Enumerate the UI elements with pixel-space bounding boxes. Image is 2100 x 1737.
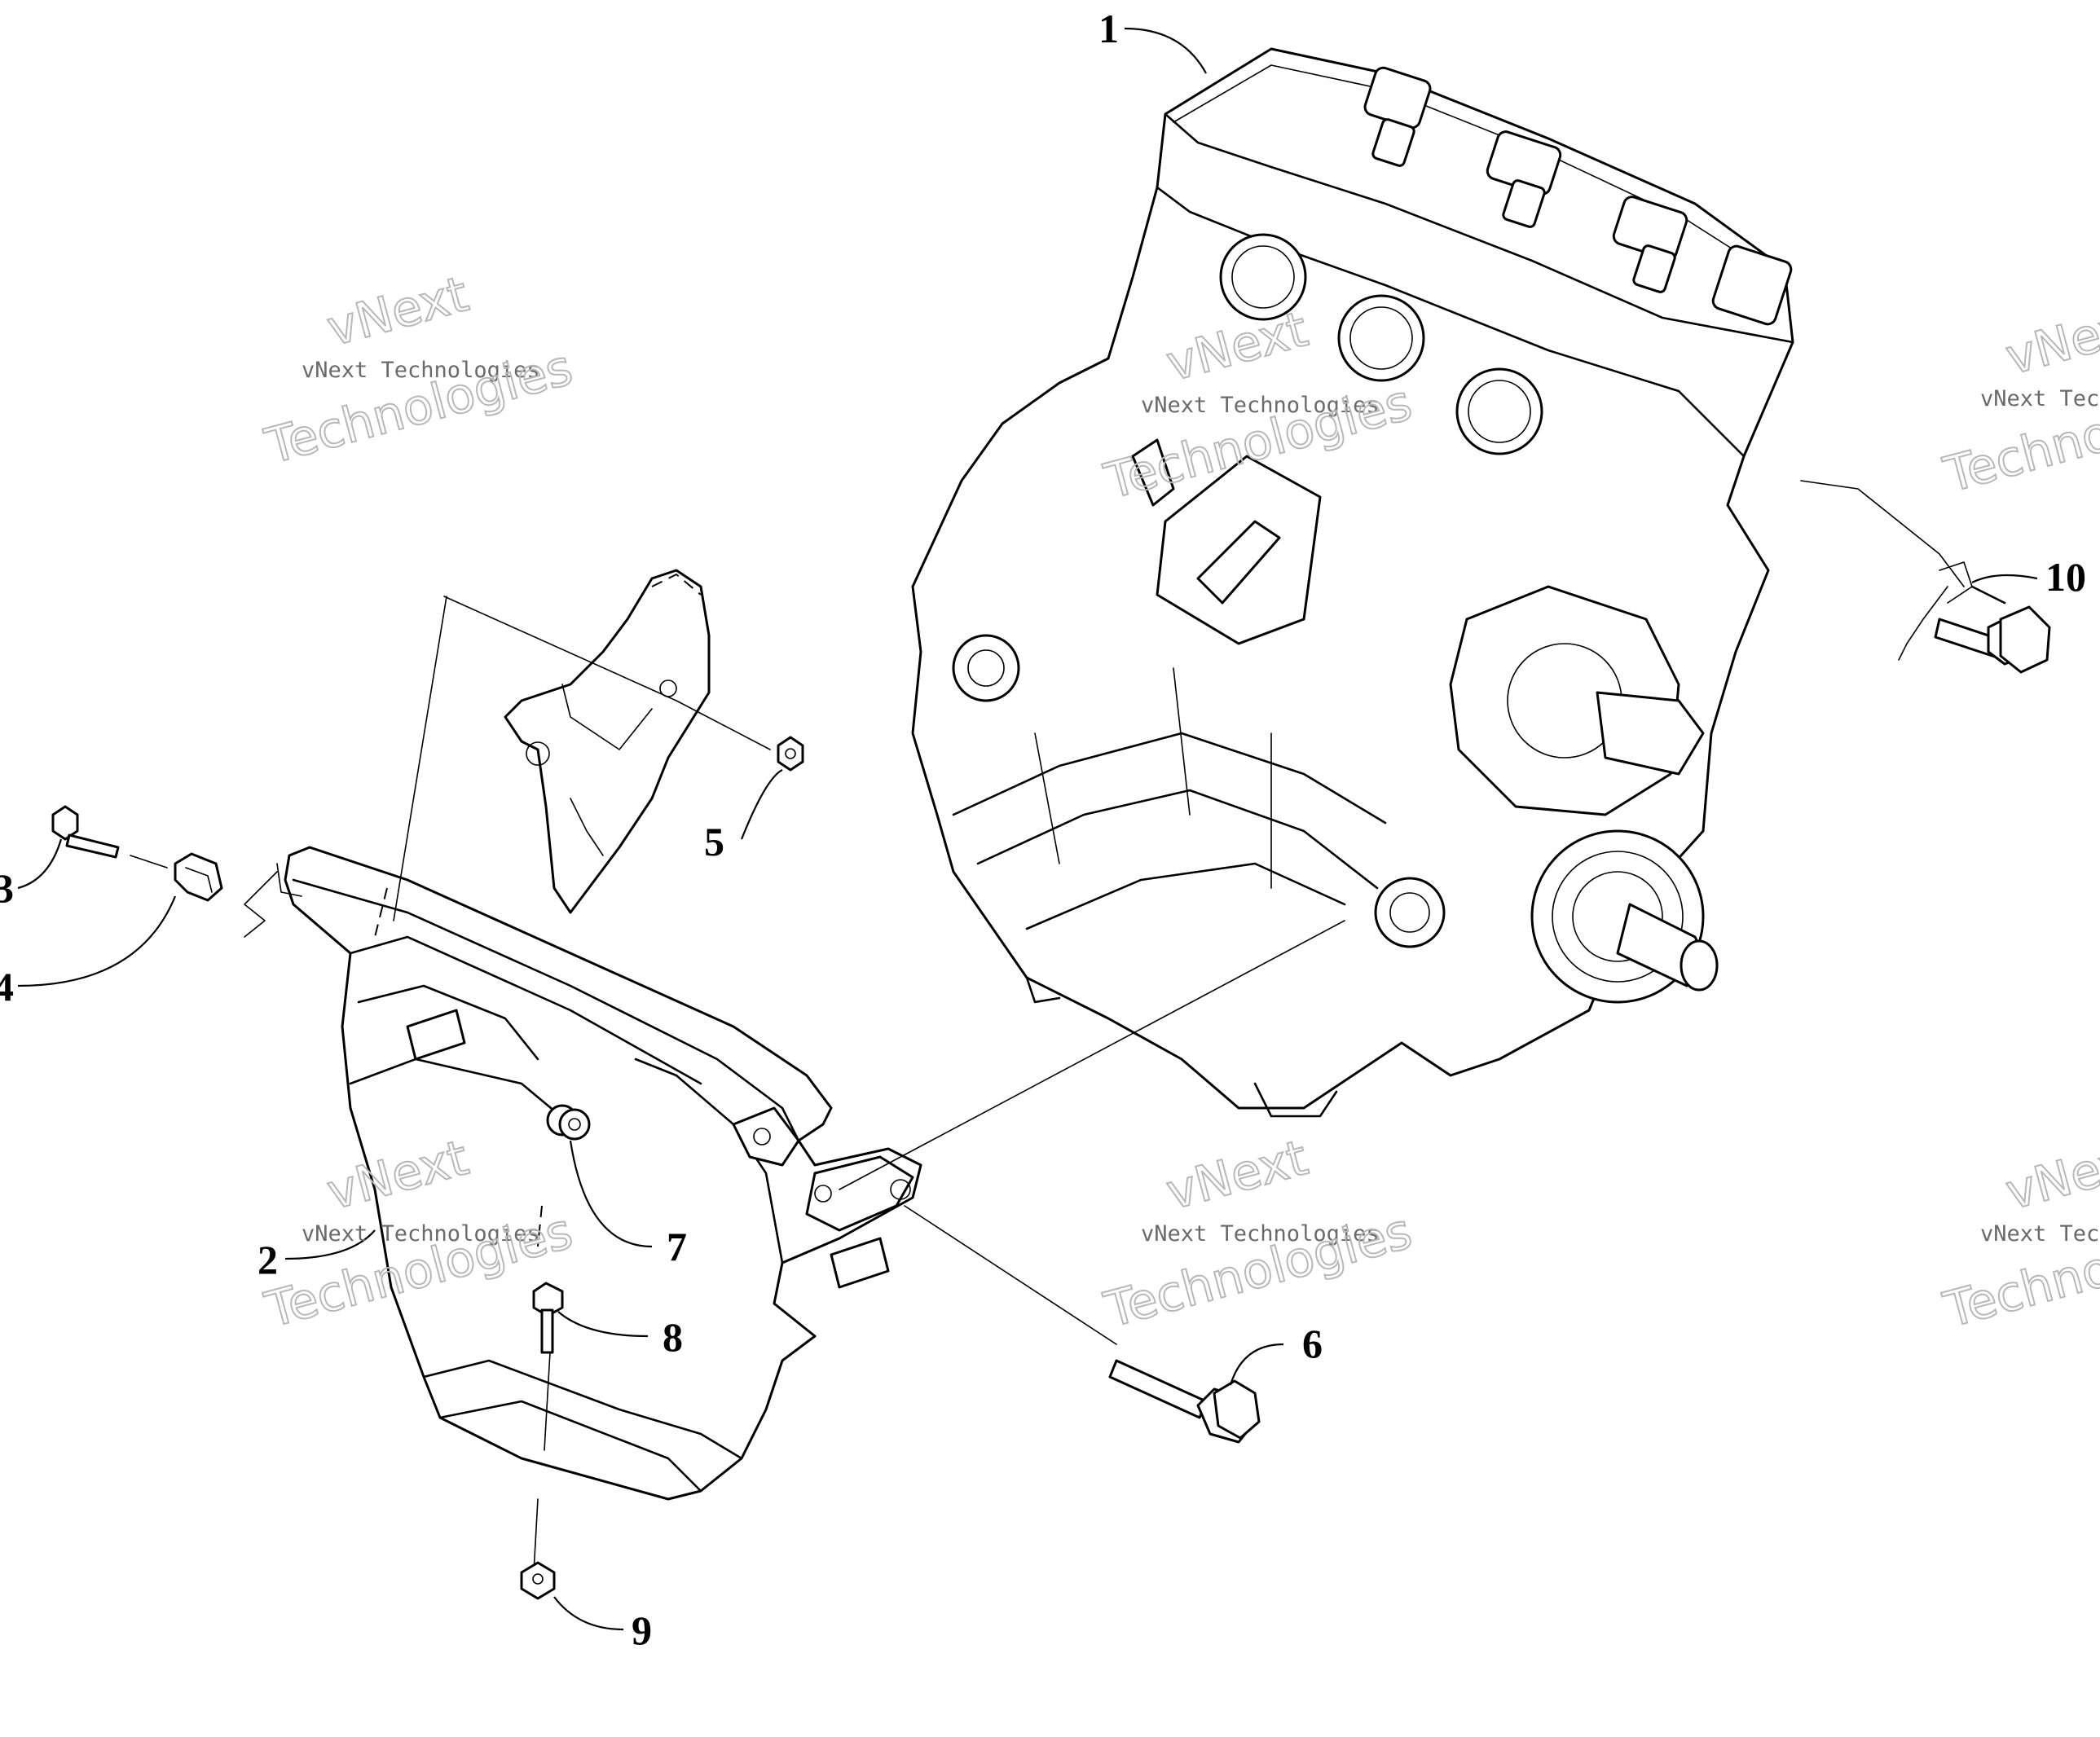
callout-2: 2 — [258, 1237, 278, 1282]
clutch-cover — [1530, 829, 1719, 1004]
watermark-small: vNext Technologies — [1141, 393, 1380, 418]
ground-wire-bolt — [1800, 480, 2051, 674]
oil-filter-housing — [1131, 438, 1322, 645]
callout-10: 10 — [2045, 554, 2086, 600]
watermark-top-right: vNext vNext Technologies Technologies — [1937, 293, 2100, 505]
watermark-small: vNext Technologies — [302, 1221, 540, 1247]
assembly-line-bolt-3 — [130, 855, 168, 868]
assembly-line-bolt-8 — [544, 1352, 551, 1451]
callout-1: 1 — [1098, 6, 1119, 51]
callout-4: 4 — [0, 964, 14, 1009]
watermark-bottom-center: vNext vNext Technologies Technologies — [1098, 1128, 1418, 1340]
watermark-small: vNext Technologies — [1980, 1221, 2100, 1247]
water-pump — [1449, 585, 1705, 816]
bolt-part-6 — [1108, 1359, 1261, 1444]
nut-part-9 — [520, 1561, 556, 1600]
mount-bracket — [244, 846, 922, 1501]
small-bracket — [504, 569, 711, 914]
assembly-line-bolt-9 — [533, 1498, 539, 1573]
callout-8: 8 — [663, 1314, 683, 1360]
watermark-small: vNext Technologies — [1980, 386, 2100, 411]
assembly-line-vertical — [393, 596, 447, 921]
watermark-small: vNext Technologies — [302, 358, 540, 383]
callout-6: 6 — [1302, 1321, 1323, 1366]
engine-assembly — [911, 47, 1794, 1118]
watermark-bottom-right: vNext vNext Technologies Technologies — [1937, 1128, 2100, 1340]
callout-labels: 1 2 3 4 5 6 7 8 9 10 — [0, 6, 2086, 1653]
nut-part-5 — [777, 736, 804, 772]
intake-ports — [1219, 233, 1543, 455]
ignition-coils — [1363, 66, 1793, 326]
bolt-part-8 — [532, 1282, 564, 1354]
watermark-big-line1: vNext — [2000, 1129, 2100, 1221]
callout-9: 9 — [632, 1607, 652, 1653]
callout-3: 3 — [0, 865, 14, 911]
nut-part-7 — [546, 1104, 591, 1141]
callout-7: 7 — [667, 1224, 687, 1269]
assembly-line-bolt-6 — [904, 1205, 1117, 1345]
callout-leaders — [17, 27, 2038, 1631]
watermark-big-line1: vNext — [321, 266, 473, 358]
assembly-line-bracket — [443, 596, 771, 750]
watermark-small: vNext Technologies — [1141, 1221, 1380, 1247]
watermark-big-line1: vNext — [1160, 1129, 1313, 1221]
clip-nut-part-4 — [174, 852, 223, 902]
callout-5: 5 — [704, 819, 724, 864]
bolt-part-3 — [51, 805, 120, 859]
assembly-line-engine-mount — [839, 920, 1345, 1190]
watermark-top-left: vNext vNext Technologies Technologies — [258, 265, 579, 477]
watermark-big-line1: vNext — [2000, 294, 2100, 386]
